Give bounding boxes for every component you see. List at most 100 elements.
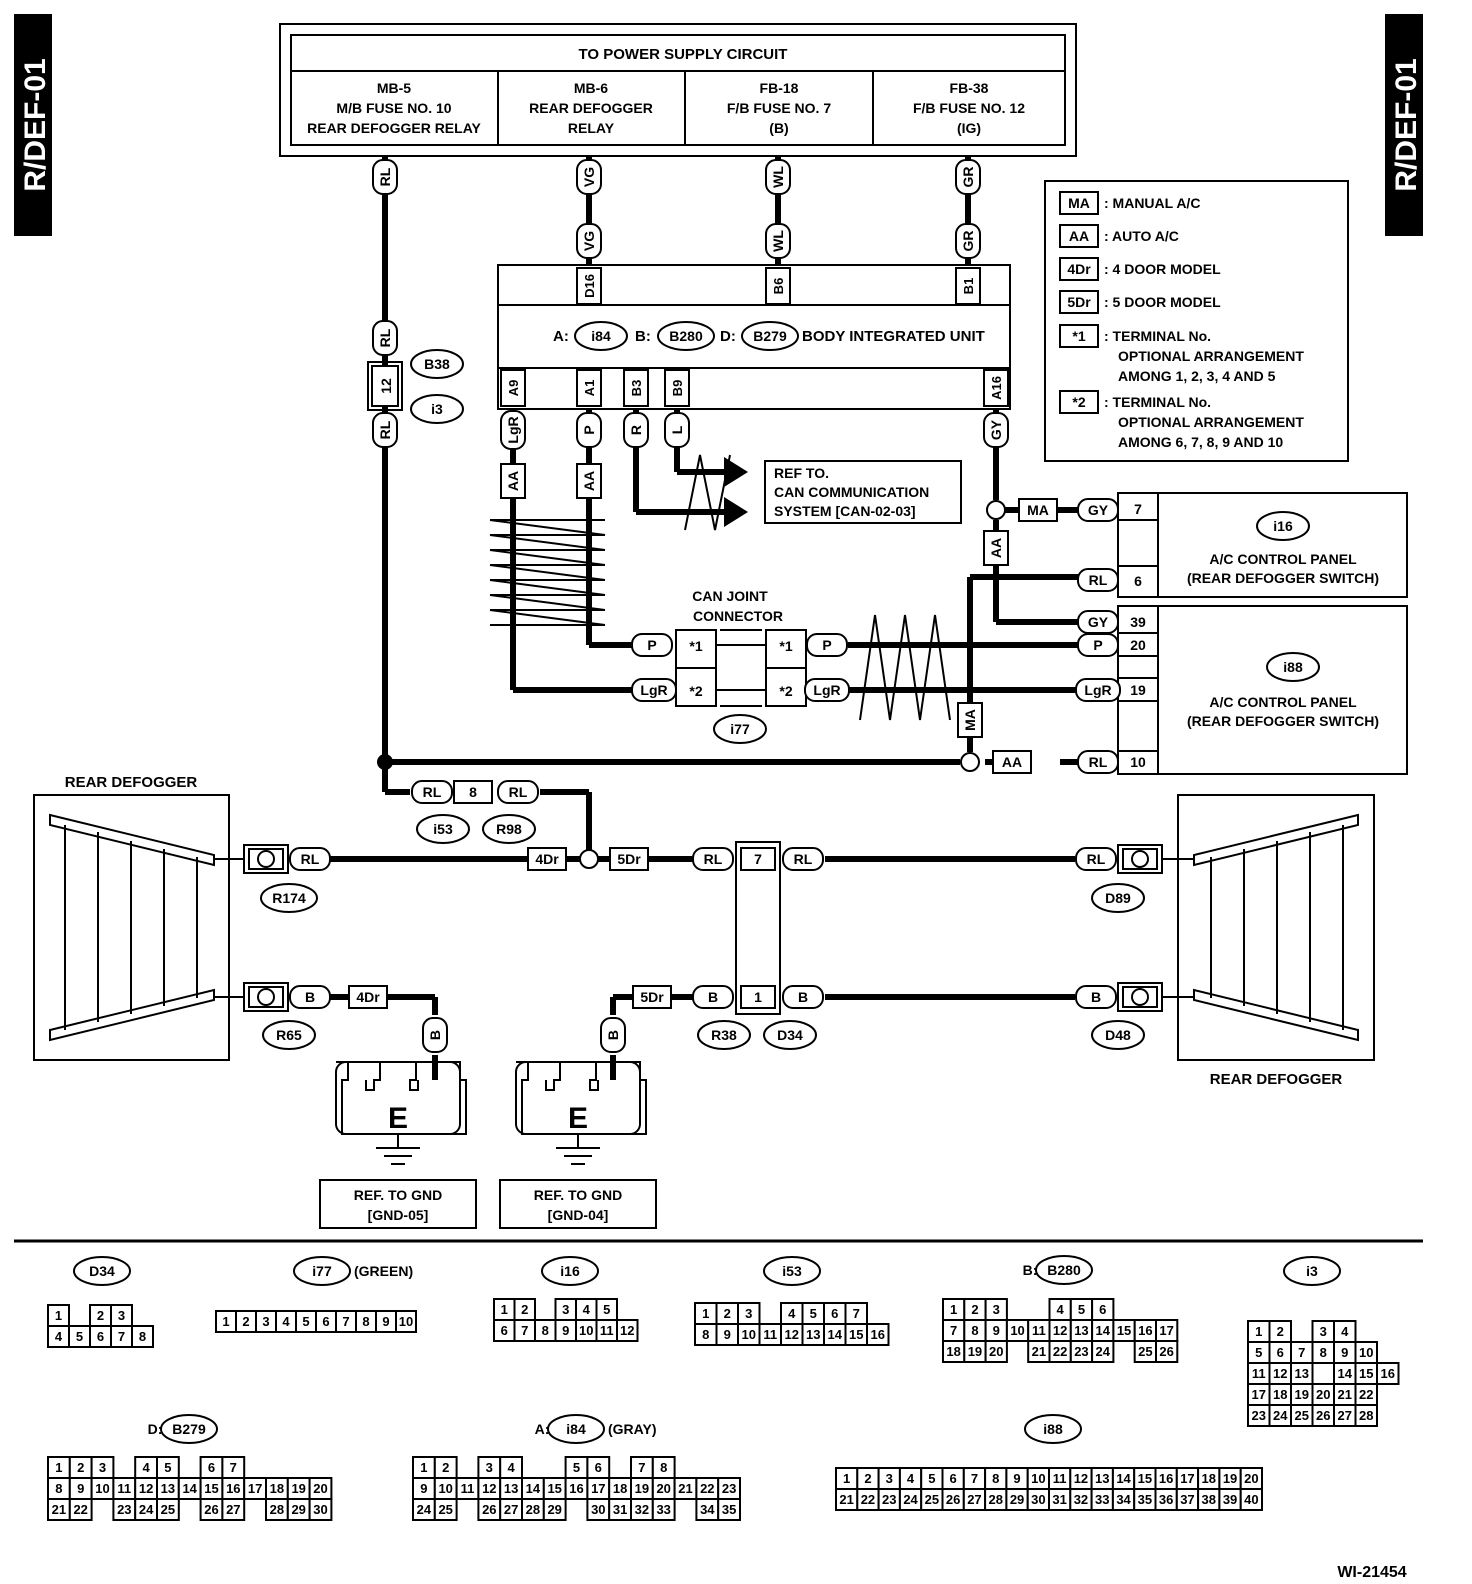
connector-view-b280-pin: 6 [1099, 1302, 1106, 1317]
wire-rl-defogger-right: RL [1087, 851, 1106, 867]
connector-view-i3-pin: 27 [1338, 1408, 1352, 1423]
wire-vg-bottom: VG [581, 231, 597, 251]
connector-view-i16-pin: 6 [501, 1323, 508, 1338]
legend-text-5-0: : TERMINAL No. [1104, 394, 1211, 410]
connector-view-i16-pin: 4 [583, 1302, 591, 1317]
connector-view-b279-pin: 21 [52, 1502, 66, 1517]
connector-view-b280-pin: 23 [1074, 1344, 1088, 1359]
connector-view-i3-pin: 16 [1381, 1366, 1395, 1381]
connector-view-i84-pin: 34 [700, 1502, 715, 1517]
connector-view-b279-pin: 1 [55, 1460, 62, 1475]
wire-b-defogger-left: B [305, 989, 315, 1005]
connector-view-i77-pin: 10 [399, 1314, 413, 1329]
connector-view-b279-pin: 30 [313, 1502, 327, 1517]
connector-view-i16-pin: 2 [521, 1302, 528, 1317]
power-col-2-line-1: F/B FUSE NO. 7 [727, 100, 831, 116]
tag-aa-gy: AA [988, 538, 1004, 558]
connector-view-b280-pin: 12 [1053, 1323, 1067, 1338]
connector-view-i84-pin: 11 [461, 1481, 475, 1496]
connector-view-b279-pin: 14 [182, 1481, 197, 1496]
i88-connector: i88 [1283, 659, 1303, 675]
legend-text-5-2: AMONG 6, 7, 8, 9 AND 10 [1118, 434, 1283, 450]
connector-view-i77-note: (GREEN) [354, 1263, 413, 1279]
connector-view-b279-pin: 10 [95, 1481, 109, 1496]
connector-view-i88-pin: 2 [864, 1471, 871, 1486]
biu-prefix-d: D: [720, 328, 736, 345]
tag-5dr-bottom: 5Dr [640, 989, 664, 1005]
connector-view-i88-pin: 32 [1074, 1492, 1088, 1507]
biu-title: BODY INTEGRATED UNIT [802, 328, 985, 345]
connector-view-b280-pin: 15 [1117, 1323, 1131, 1338]
ac-control-panel-i88: 39 20 19 10 i88 A/C CONTROL PANEL (REAR … [1117, 605, 1408, 775]
connector-view-i53-pin: 15 [849, 1327, 863, 1342]
connector-view-d34-pin: 3 [118, 1308, 125, 1323]
connector-view-i3-pin: 18 [1273, 1387, 1287, 1402]
wire-gy-i16: GY [1088, 502, 1109, 518]
connector-view-i88-name: i88 [1043, 1421, 1063, 1437]
wire-b-defogger-right: B [1091, 989, 1101, 1005]
biu-bottom-pin-0: A9 [506, 380, 521, 397]
ground-right-ref-line-1: REF. TO GND [534, 1187, 622, 1203]
joint-b38-pin: 12 [378, 378, 394, 394]
connector-view-i3-pin: 8 [1320, 1345, 1327, 1360]
connector-view-i3-pin: 14 [1338, 1366, 1353, 1381]
connector-view-i3-pin: 9 [1341, 1345, 1348, 1360]
tag-aa-i88: AA [1002, 754, 1022, 770]
wire-b-ground-left: B [427, 1030, 443, 1040]
biu-bottom-pin-4: A16 [989, 376, 1004, 400]
connector-r65: R65 [276, 1027, 302, 1043]
connector-view-b280-pin: 24 [1096, 1344, 1111, 1359]
connector-view-i3-pin: 2 [1277, 1324, 1284, 1339]
connector-view-i53-pin: 4 [788, 1306, 796, 1321]
connector-view-i53-pin: 13 [806, 1327, 820, 1342]
wire-rl-i88: RL [1089, 754, 1108, 770]
connector-view-i3-pin: 23 [1252, 1408, 1266, 1423]
connector-view-b280-pin: 18 [946, 1344, 960, 1359]
connector-view-b280-pin: 16 [1138, 1323, 1152, 1338]
connector-view-b279-prefix: D: [148, 1421, 163, 1437]
connector-r38-d34: 7 1 R38 D34 [697, 841, 817, 1050]
connector-view-i88-pin: 21 [839, 1492, 853, 1507]
i88-pin-39: 39 [1130, 614, 1146, 630]
connector-view-i84-pin: 17 [591, 1481, 605, 1496]
connector-view-i84-note: (GRAY) [608, 1421, 657, 1437]
connector-view-i84-pin: 21 [678, 1481, 692, 1496]
connector-view-b280-pin: 22 [1053, 1344, 1067, 1359]
wire-gy-i88: GY [1088, 614, 1109, 630]
ground-right-symbol: E [568, 1102, 588, 1135]
connector-view-i53-pin: 14 [828, 1327, 843, 1342]
connector-view-d34-pin: 4 [55, 1329, 63, 1344]
connector-view-i88-pin: 12 [1074, 1471, 1088, 1486]
connector-view-b280-name: B280 [1047, 1262, 1081, 1278]
connector-view-i77-pin: 9 [382, 1314, 389, 1329]
connector-view-i77-pin: 5 [302, 1314, 309, 1329]
connector-view-i84-pin: 30 [591, 1502, 605, 1517]
connector-view-i88-pin: 23 [882, 1492, 896, 1507]
connector-view-b279-pin: 29 [291, 1502, 305, 1517]
r38-pin-1: 1 [754, 989, 762, 1005]
connector-view-i53-pin: 8 [702, 1327, 709, 1342]
connector-view-b279-pin: 20 [313, 1481, 327, 1496]
connector-view-b279-pin: 27 [226, 1502, 240, 1517]
legend-text-4-2: AMONG 1, 2, 3, 4 AND 5 [1118, 368, 1276, 384]
connector-view-i53-pin: 10 [742, 1327, 756, 1342]
can-joint-pin-s1-left: *1 [689, 638, 702, 654]
connector-view-b280-pin: 20 [989, 1344, 1003, 1359]
connector-view-i88-pin: 10 [1031, 1471, 1045, 1486]
wire-lgr-can-right: LgR [813, 682, 840, 698]
connector-view-i84-pin: 6 [595, 1460, 602, 1475]
connector-view-i53-pin: 11 [763, 1327, 777, 1342]
connector-view-i84-pin: 9 [420, 1481, 427, 1496]
can-joint-label-2: CONNECTOR [693, 608, 783, 624]
connector-view-i77-pin: 1 [222, 1314, 229, 1329]
connector-view-i84-pin: 19 [635, 1481, 649, 1496]
wire-rl-i53-left: RL [423, 784, 442, 800]
rear-defogger-right: REAR DEFOGGER [1177, 794, 1375, 1088]
wire-p-i88: P [1093, 637, 1102, 653]
connector-view-b279-pin: 18 [270, 1481, 284, 1496]
ground-left-ref-line-2: [GND-05] [368, 1207, 429, 1223]
